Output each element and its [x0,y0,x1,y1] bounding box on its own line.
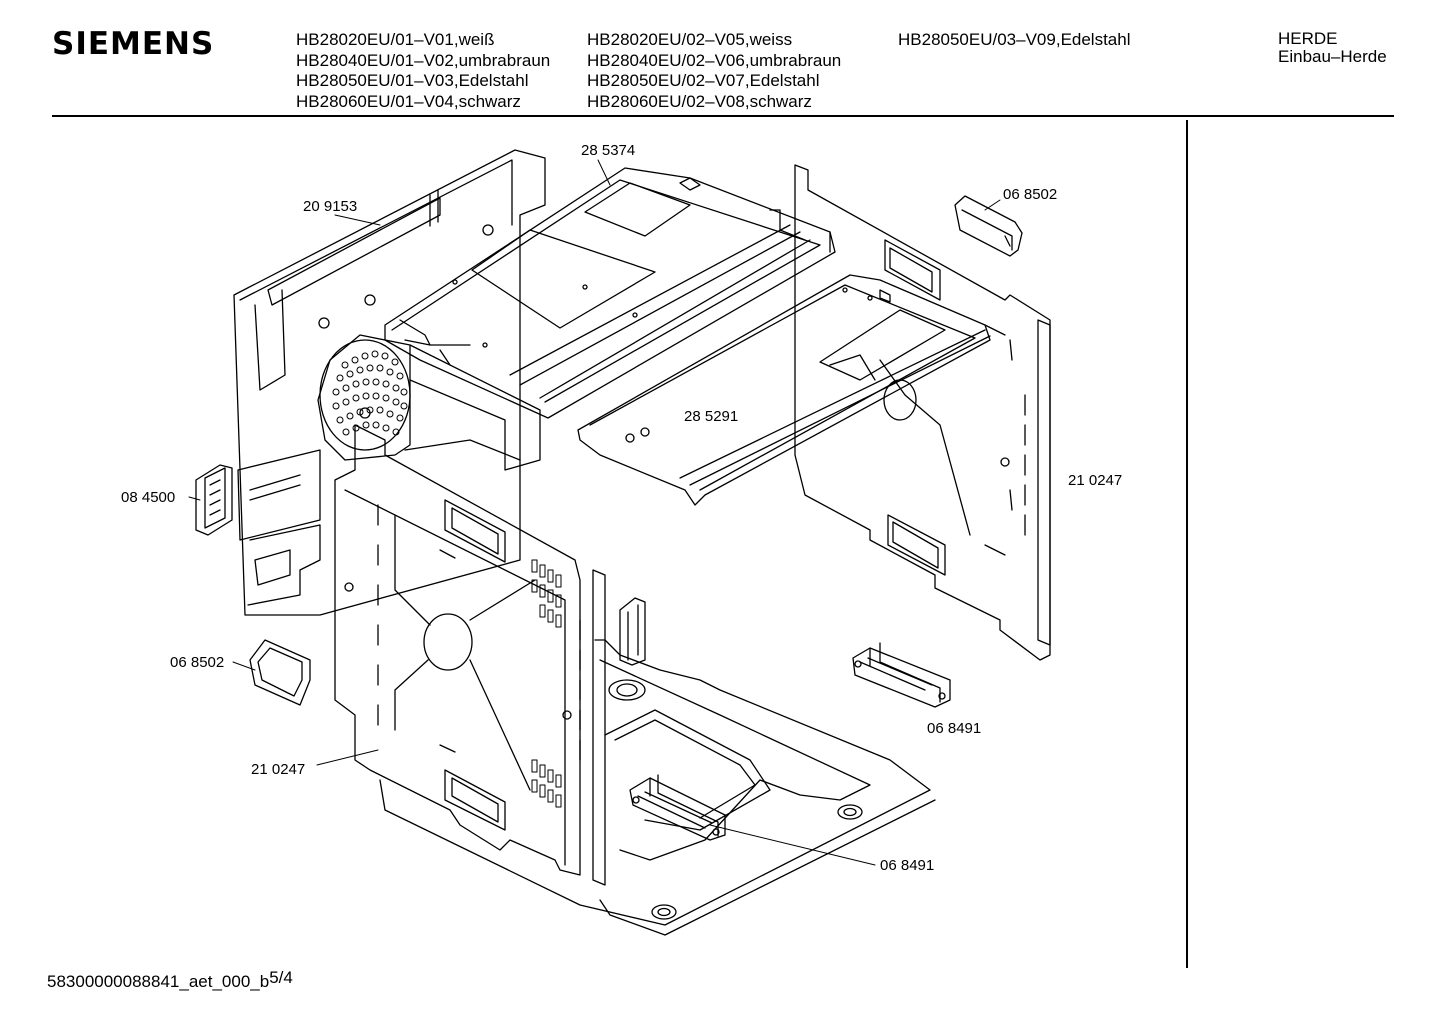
connector-block [195,449,321,541]
left-cavity-panel [334,424,606,886]
header-divider [52,115,1394,117]
label-210247-right: 21 0247 [1068,472,1122,489]
document-id: 58300000088841_aet_000_b [47,972,270,991]
model-entry: HB28040EU/02–V06,umbrabraun [587,50,842,70]
model-list-col3: HB28050EU/03–V09,Edelstahl [898,30,1131,51]
model-entry: HB28040EU/01–V02,umbrabraun [296,50,551,70]
category-title: HERDE [1278,29,1338,48]
model-entry: HB28060EU/01–V04,schwarz [296,91,521,111]
label-068502-top: 06 8502 [1003,186,1057,203]
label-285291: 28 5291 [684,408,738,425]
model-list-col2: HB28020EU/02–V05,weiss HB28040EU/02–V06,… [587,30,841,112]
model-entry: HB28020EU/01–V01,weiß [296,30,495,49]
part-labels: 28 5374 20 9153 06 8502 28 5291 21 0247 … [121,142,1122,874]
label-084500: 08 4500 [121,489,175,506]
siemens-logo: SIEMENS [52,26,215,62]
model-entry: HB28060EU/02–V08,schwarz [587,91,812,111]
label-285374: 28 5374 [581,142,635,159]
label-068491-right: 06 8491 [927,720,981,737]
model-entry: HB28020EU/02–V05,weiss [587,30,793,49]
category-subtitle: Einbau–Herde [1278,47,1387,66]
label-068502-left: 06 8502 [170,654,224,671]
rear-fan-cover [317,334,411,461]
label-209153: 20 9153 [303,198,357,215]
hinge-right [852,642,951,708]
model-entry: HB28050EU/01–V03,Edelstahl [296,71,529,90]
label-068491-bottom: 06 8491 [880,857,934,874]
left-side-wall [233,149,546,616]
cavity-back [404,344,541,471]
grommet-top [954,195,1023,257]
bottom-pan [379,597,936,936]
page-number: 5/4 [269,968,293,987]
model-entry: HB28050EU/03–V09,Edelstahl [898,30,1131,49]
rail-tray [577,274,991,506]
model-list-col1: HB28020EU/01–V01,weiß HB28040EU/01–V02,u… [296,30,550,112]
top-panel [384,167,836,419]
document-footer: 58300000088841_aet_000_b5/4 [47,968,293,992]
right-side-wall [769,164,1051,661]
model-entry: HB28050EU/02–V07,Edelstahl [587,71,820,90]
side-divider [1186,120,1188,968]
hinge-bottom [629,774,726,841]
grommet-left [249,639,311,706]
leader-lines [188,159,1001,866]
label-210247-left: 21 0247 [251,761,305,778]
category-block: HERDE Einbau–Herde [1278,30,1387,66]
